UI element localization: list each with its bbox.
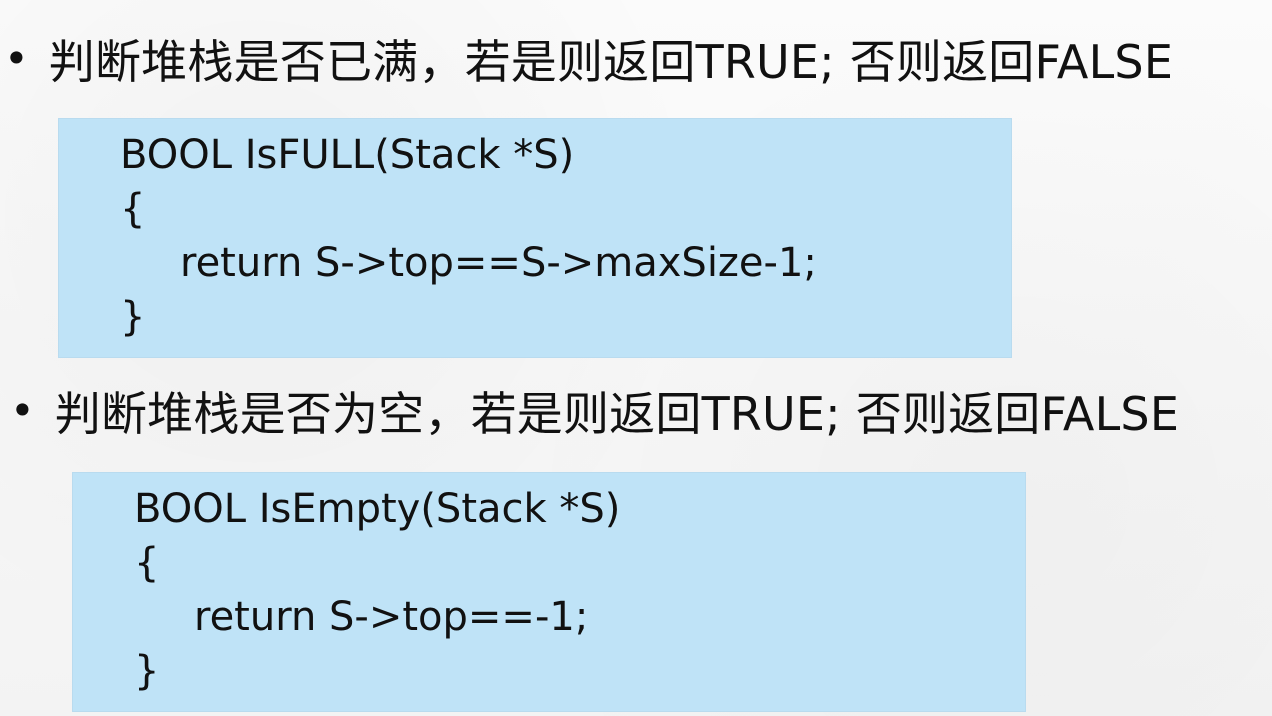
bullet-dot: •: [10, 386, 35, 436]
code-line: return S->top==-1;: [194, 594, 589, 640]
code-line: {: [120, 186, 146, 232]
code-line: BOOL IsFULL(Stack *S): [120, 132, 575, 178]
bullet-text-is-full: 判断堆栈是否已满，若是则返回TRUE; 否则返回FALSE: [48, 35, 1174, 89]
code-box-is-empty: BOOL IsEmpty(Stack *S) { return S->top==…: [72, 472, 1026, 712]
code-line: {: [134, 540, 160, 586]
code-line: }: [134, 648, 160, 694]
bullet-text-is-empty: 判断堆栈是否为空，若是则返回TRUE; 否则返回FALSE: [54, 387, 1180, 441]
bullet-item-is-empty: • 判断堆栈是否为空，若是则返回TRUE; 否则返回FALSE: [10, 386, 1180, 441]
code-line: BOOL IsEmpty(Stack *S): [134, 486, 621, 532]
bullet-item-is-full: • 判断堆栈是否已满，若是则返回TRUE; 否则返回FALSE: [4, 34, 1174, 89]
code-box-is-full: BOOL IsFULL(Stack *S) { return S->top==S…: [58, 118, 1012, 358]
bullet-dot: •: [4, 34, 29, 84]
code-line: }: [120, 294, 146, 340]
code-line: return S->top==S->maxSize-1;: [180, 240, 817, 286]
